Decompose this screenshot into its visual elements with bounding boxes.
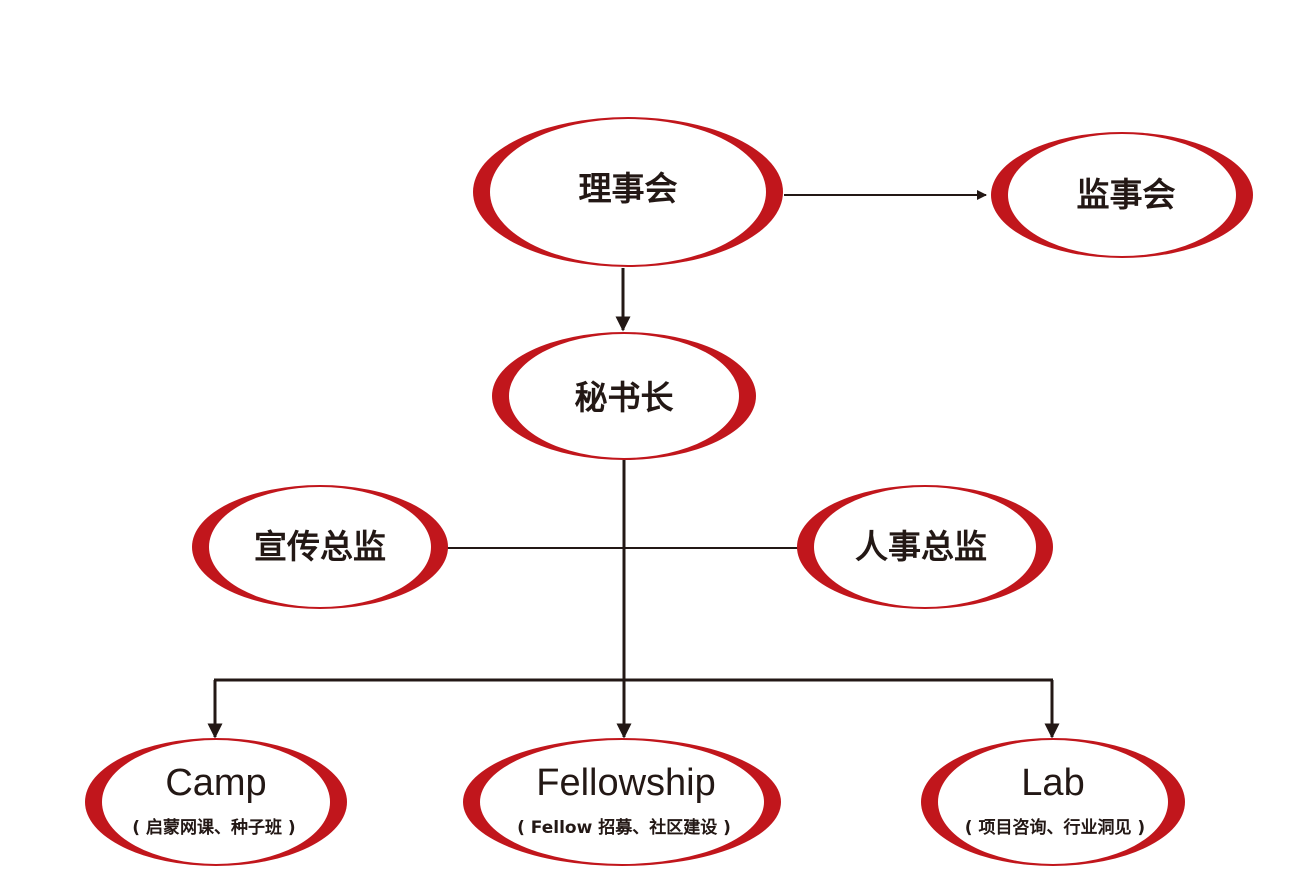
node-board-label: 理事会 [579, 169, 678, 208]
node-supervisors-label: 监事会 [1077, 175, 1176, 214]
node-hr-director-label: 人事总监 [855, 527, 987, 566]
node-lab-subtitle: ( 项目咨询、行业洞见 ) [965, 817, 1145, 838]
node-hr-director: 人事总监 [797, 485, 1053, 609]
node-publicity-director-label: 宣传总监 [254, 527, 386, 566]
connectors [207, 190, 1060, 739]
node-hr-director-inner [814, 487, 1036, 607]
node-camp-subtitle: ( 启蒙网课、种子班 ) [132, 817, 295, 838]
node-board-inner [490, 119, 766, 265]
node-secretary-general-inner [509, 334, 739, 458]
node-camp: Camp ( 启蒙网课、种子班 ) [85, 738, 347, 866]
node-secretary-general: 秘书长 [492, 332, 756, 460]
node-fellowship-title: Fellowship [536, 762, 716, 804]
node-camp-inner [102, 740, 330, 864]
node-lab-inner [938, 740, 1168, 864]
node-secretary-general-label: 秘书长 [575, 378, 674, 417]
node-camp-title: Camp [165, 762, 266, 804]
node-fellowship-subtitle: ( Fellow 招募、社区建设 ) [517, 817, 731, 838]
node-lab: Lab ( 项目咨询、行业洞见 ) [921, 738, 1185, 866]
node-supervisors: 监事会 [991, 132, 1253, 258]
node-board: 理事会 [473, 117, 783, 267]
node-fellowship-inner [480, 740, 764, 864]
node-supervisors-inner [1008, 134, 1236, 256]
node-lab-title: Lab [1021, 762, 1084, 804]
node-publicity-director: 宣传总监 [192, 485, 448, 609]
node-publicity-director-inner [209, 487, 431, 607]
node-fellowship: Fellowship ( Fellow 招募、社区建设 ) [463, 738, 781, 866]
